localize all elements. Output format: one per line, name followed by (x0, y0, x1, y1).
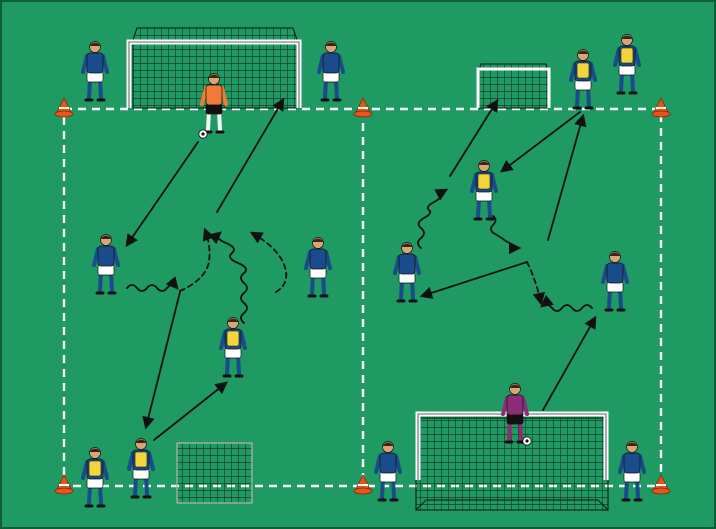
goal-icon (177, 443, 252, 503)
ball-icon (199, 130, 207, 138)
ball-icon (523, 437, 531, 445)
goal-icon (416, 414, 608, 510)
goal-icon (478, 64, 549, 108)
